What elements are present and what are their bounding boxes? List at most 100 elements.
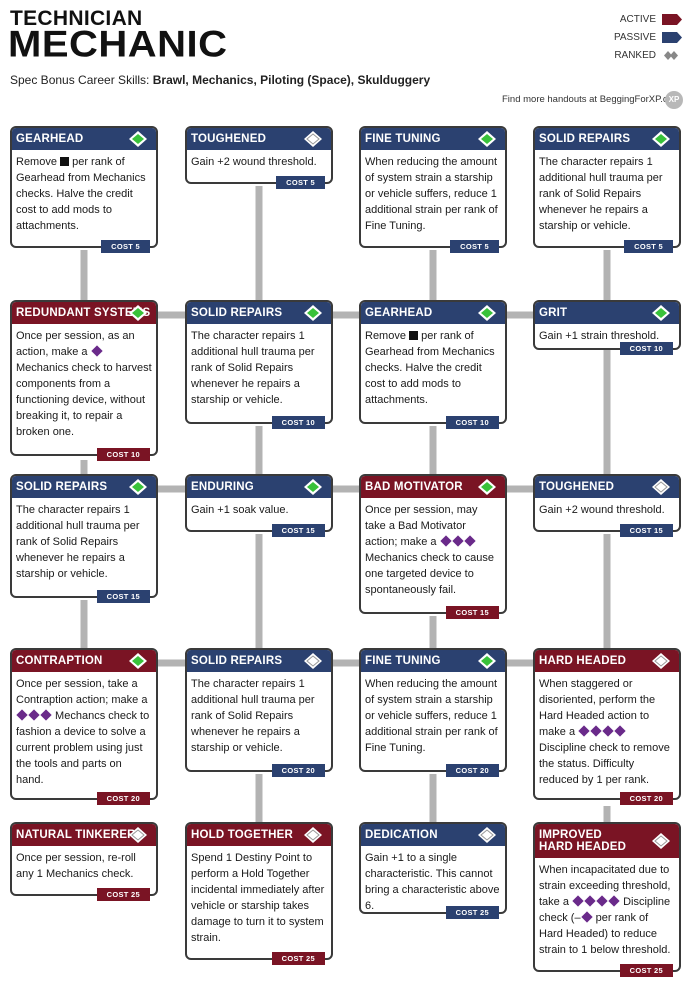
- talent-title: TOUGHENED: [191, 133, 267, 145]
- talent-cost-tag: COST 5: [101, 240, 150, 253]
- talent-card-header: TOUGHENED: [535, 476, 679, 498]
- difficulty-die-icon: [16, 709, 28, 721]
- unranked-diamond-icon: [304, 131, 322, 147]
- ranked-diamond-icon: [478, 131, 496, 147]
- talent-title: TOUGHENED: [539, 481, 615, 493]
- difficulty-die-icon: [584, 895, 596, 907]
- talent-card-header: SOLID REPAIRS: [535, 128, 679, 150]
- handouts-link[interactable]: Find more handouts at BeggingForXP.com: [502, 94, 681, 105]
- talent-title: HOLD TOGETHER: [191, 829, 294, 841]
- talent-description: Once per session, may take a Bad Motivat…: [365, 504, 495, 596]
- unranked-diamond-icon: [304, 827, 322, 843]
- ranked-diamond-icon: [652, 131, 670, 147]
- talent-cost-tag: COST 10: [619, 342, 673, 355]
- setback-die-icon: [60, 157, 70, 166]
- talent-cost-tag: COST 10: [445, 416, 499, 429]
- spec-title: MECHANIC: [8, 24, 228, 65]
- ranked-diamond-icon: [478, 305, 496, 321]
- talent-description: The character repairs 1 additional hull …: [191, 330, 315, 406]
- talent-cost-tag: COST 15: [619, 524, 673, 537]
- talent-title: CONTRAPTION: [16, 655, 103, 667]
- talent-card-fine-tuning[interactable]: FINE TUNING When reducing the amount of s…: [359, 648, 507, 777]
- legend-passive: PASSIVE: [562, 28, 682, 46]
- talent-cost-tag: COST 5: [276, 176, 325, 189]
- talent-card-header: CONTRAPTION: [12, 650, 156, 672]
- difficulty-die-icon: [463, 535, 476, 547]
- legend-passive-label: PASSIVE: [613, 31, 656, 43]
- talent-description: Gain +1 to a single characteristic. This…: [365, 852, 500, 912]
- talent-card-solid-repairs[interactable]: SOLID REPAIRS The character repairs 1 add…: [185, 300, 333, 429]
- talent-title: SOLID REPAIRS: [16, 481, 108, 493]
- talent-cost-tag: COST 15: [96, 590, 150, 603]
- talent-cost-tag: COST 25: [271, 952, 325, 965]
- talent-card-header: REDUNDANT SYSTEMS: [12, 302, 156, 324]
- talent-title: HARD HEADED: [539, 655, 627, 667]
- talent-cost-tag: COST 5: [450, 240, 499, 253]
- talent-card-solid-repairs[interactable]: SOLID REPAIRS The character repairs 1 add…: [533, 126, 681, 253]
- talent-title: GEARHEAD: [365, 307, 433, 319]
- bonus-skills: Spec Bonus Career Skills: Brawl, Mechani…: [10, 73, 430, 87]
- difficulty-die-icon: [608, 895, 620, 907]
- difficulty-die-icon: [602, 725, 614, 737]
- talent-title: DEDICATION: [365, 829, 438, 841]
- talent-title: GEARHEAD: [16, 133, 84, 145]
- difficulty-die-icon: [451, 535, 464, 547]
- talent-description: When reducing the amount of system strai…: [365, 678, 498, 754]
- difficulty-die-icon: [40, 709, 52, 721]
- unranked-diamond-icon: [129, 827, 147, 843]
- talent-card-header: HARD HEADED: [535, 650, 679, 672]
- talent-cost-tag: COST 20: [271, 764, 325, 777]
- talent-card-header: DEDICATION: [361, 824, 505, 846]
- talent-card-header: IMPROVED HARD HEADED: [535, 824, 679, 858]
- talent-cost-tag: COST 15: [271, 524, 325, 537]
- bonus-prefix: Spec Bonus Career Skills:: [10, 73, 153, 87]
- talent-title: NATURAL TINKERER: [16, 829, 136, 841]
- talent-title: FINE TUNING: [365, 655, 441, 667]
- difficulty-die-icon: [580, 911, 593, 923]
- talent-card-header: TOUGHENED: [187, 128, 331, 150]
- talent-description: The character repairs 1 additional hull …: [539, 156, 663, 232]
- passive-tag-icon: [662, 31, 682, 43]
- talent-cost-tag: COST 25: [96, 888, 150, 901]
- talent-cost-tag: COST 25: [619, 964, 673, 977]
- talent-description: Remove per rank of Gearhead from Mechani…: [16, 156, 146, 232]
- talent-card-dedication[interactable]: DEDICATION Gain +1 to a single characteri…: [359, 822, 507, 919]
- talent-card-header: FINE TUNING: [361, 128, 505, 150]
- unranked-diamond-icon: [652, 833, 670, 849]
- setback-die-icon: [409, 331, 419, 340]
- ranked-diamond-icon: [478, 479, 496, 495]
- talent-card-header: FINE TUNING: [361, 650, 505, 672]
- talent-card-bad-motivator[interactable]: BAD MOTIVATOR Once per session, may take …: [359, 474, 507, 619]
- talent-card-header: BAD MOTIVATOR: [361, 476, 505, 498]
- talent-title: GRIT: [539, 307, 568, 319]
- talent-card-header: GRIT: [535, 302, 679, 324]
- ranked-diamond-icon: [129, 305, 147, 321]
- talent-description: Gain +1 soak value.: [191, 504, 289, 516]
- difficulty-die-icon: [90, 345, 103, 357]
- xp-logo-icon: XP: [665, 91, 683, 109]
- difficulty-die-icon: [572, 895, 584, 907]
- talent-card-header: SOLID REPAIRS: [187, 302, 331, 324]
- talent-description: Gain +2 wound threshold.: [539, 504, 665, 516]
- talent-card-gearhead[interactable]: GEARHEAD Remove per rank of Gearhead from…: [10, 126, 158, 253]
- talent-card-header: GEARHEAD: [12, 128, 156, 150]
- talent-cost-tag: COST 25: [445, 906, 499, 919]
- legend-active-label: ACTIVE: [619, 13, 656, 25]
- difficulty-die-icon: [590, 725, 602, 737]
- talent-card-toughened[interactable]: TOUGHENED Gain +2 wound threshold. COST 15: [533, 474, 681, 537]
- talent-cost-tag: COST 5: [624, 240, 673, 253]
- talent-card-header: GEARHEAD: [361, 302, 505, 324]
